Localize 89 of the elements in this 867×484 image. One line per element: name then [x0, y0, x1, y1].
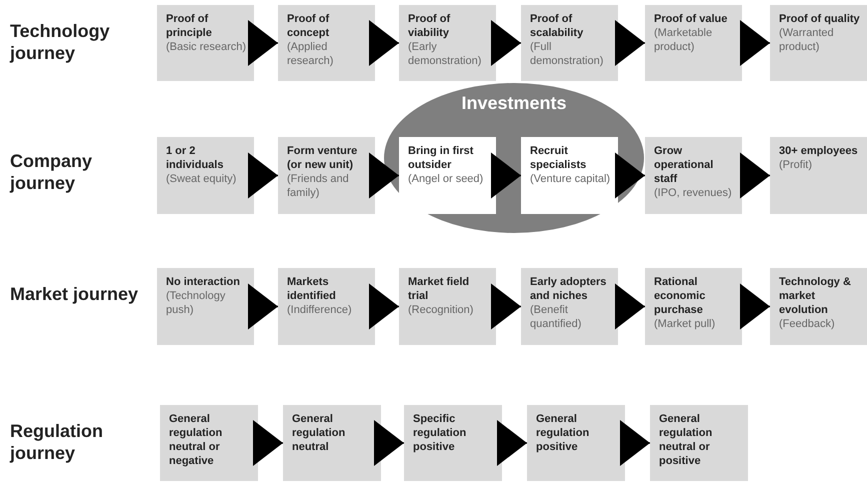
- stage-box: [404, 405, 502, 481]
- stage-title: Markets identified: [287, 275, 337, 303]
- arrow: [740, 20, 770, 66]
- stage-title: Proof of concept: [287, 12, 330, 40]
- stage-title: 1 or 2 individuals: [166, 144, 224, 172]
- stage-note: (IPO, revenues): [654, 186, 733, 200]
- stage-note: (Angel or seed): [408, 172, 484, 186]
- stage-title: Specific regulation positive: [413, 412, 468, 454]
- stage-note: (Full demonstration): [530, 40, 604, 68]
- stage-note: (Benefit quantified): [530, 303, 582, 331]
- arrow: [615, 20, 645, 66]
- arrow: [491, 20, 521, 66]
- stage-title: General regulation neutral or positive: [659, 412, 714, 468]
- stage-note: (Friends and family): [287, 172, 350, 200]
- arrow: [369, 152, 399, 198]
- stage-box: [278, 5, 375, 81]
- stage-box: [650, 405, 748, 481]
- arrow: [740, 284, 770, 330]
- stage-box: [770, 137, 867, 214]
- stage-box: [645, 137, 742, 214]
- stage-note: (Basic research): [166, 40, 248, 54]
- stage-title: Market field trial: [408, 275, 470, 303]
- stage-box: [521, 268, 618, 345]
- stage-note: (Sweat equity): [166, 172, 238, 186]
- stage-title: Grow operational staff: [654, 144, 714, 186]
- stage-title: Proof of value: [654, 12, 728, 26]
- stage-note: (Warranted product): [779, 26, 835, 54]
- stage-note: (Early demonstration): [408, 40, 482, 68]
- row-title: Regulation journey: [10, 420, 104, 464]
- stage-title: Proof of quality: [779, 12, 861, 26]
- stage-title: General regulation neutral or negative: [169, 412, 224, 468]
- arrow: [248, 152, 278, 198]
- stage-note: (Venture capital): [530, 172, 612, 186]
- row-title: Technology journey: [10, 20, 111, 64]
- stage-title: Bring in first outsider: [408, 144, 474, 172]
- stage-box: [399, 5, 496, 81]
- stage-title: Technology & market evolution: [779, 275, 852, 317]
- group-title: Investments: [460, 93, 568, 114]
- stage-box: [157, 268, 254, 345]
- row-title: Market journey: [10, 283, 140, 305]
- arrow: [491, 152, 521, 198]
- arrow: [615, 152, 645, 198]
- stage-box: [157, 137, 254, 214]
- stage-note: (Profit): [779, 158, 813, 172]
- stage-title: Early adopters and niches: [530, 275, 608, 303]
- arrow: [491, 284, 521, 330]
- stage-title: Proof of viability: [408, 12, 452, 40]
- stage-title: Proof of principle: [166, 12, 213, 40]
- stage-title: No interaction: [166, 275, 241, 289]
- stage-title: Rational economic purchase: [654, 275, 706, 317]
- investment-ellipse: [384, 83, 644, 233]
- arrow: [620, 420, 650, 466]
- arrow: [374, 420, 404, 466]
- stage-box: [645, 5, 742, 81]
- stage-title: General regulation positive: [536, 412, 590, 454]
- stage-box: [399, 268, 496, 345]
- stage-box: [521, 137, 618, 214]
- stage-note: (Recognition): [408, 303, 474, 317]
- stage-note: (Technology push): [166, 289, 226, 317]
- row-title: Company journey: [10, 150, 94, 194]
- stage-title: General regulation neutral: [292, 412, 346, 454]
- stage-box: [157, 5, 254, 81]
- stage-title: 30+ employees: [779, 144, 859, 158]
- arrow: [253, 420, 283, 466]
- stage-box: [527, 405, 625, 481]
- stage-box: [278, 137, 375, 214]
- stage-note: (Marketable product): [654, 26, 714, 54]
- stage-note: (Applied research): [287, 40, 334, 68]
- stage-box: [770, 268, 867, 345]
- stage-box: [770, 5, 867, 81]
- stage-title: Recruit specialists: [530, 144, 588, 172]
- arrow: [369, 20, 399, 66]
- arrow: [248, 20, 278, 66]
- stage-box: [283, 405, 381, 481]
- arrow: [369, 284, 399, 330]
- stage-title: Form venture (or new unit): [287, 144, 358, 172]
- arrow: [615, 284, 645, 330]
- arrow: [740, 152, 770, 198]
- stage-title: Proof of scalability: [530, 12, 584, 40]
- arrow: [248, 284, 278, 330]
- stage-note: (Indifference): [287, 303, 353, 317]
- stage-box: [399, 137, 496, 214]
- stage-box: [645, 268, 742, 345]
- stage-box: [278, 268, 375, 345]
- stage-note: (Feedback): [779, 317, 836, 331]
- stage-note: (Market pull): [654, 317, 716, 331]
- arrow: [497, 420, 527, 466]
- stage-box: [160, 405, 258, 481]
- stage-box: [521, 5, 618, 81]
